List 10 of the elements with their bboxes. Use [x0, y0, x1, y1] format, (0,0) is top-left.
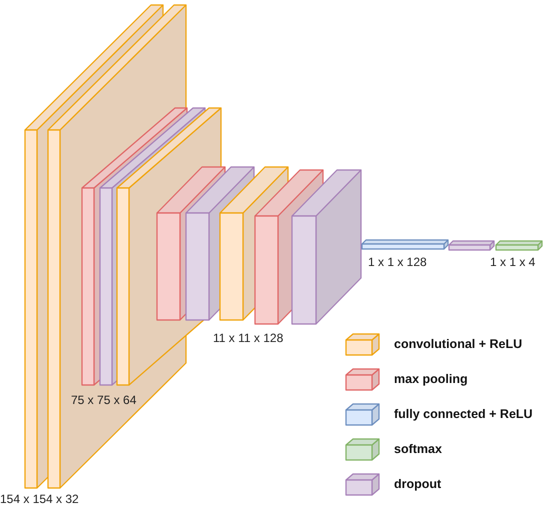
legend-label: convolutional + ReLU: [394, 337, 522, 351]
dimension-label: 75 x 75 x 64: [71, 393, 136, 407]
legend-label: dropout: [394, 477, 442, 491]
dimension-label: 1 x 1 x 128: [368, 255, 427, 269]
legend-label: softmax: [394, 442, 442, 456]
dimension-label: 11 x 11 x 128: [213, 331, 284, 345]
dimension-label: 1 x 1 x 4: [490, 255, 536, 269]
legend-label: max pooling: [394, 372, 468, 386]
legend-label: fully connected + ReLU: [394, 407, 533, 421]
dimension-label: 154 x 154 x 32: [0, 492, 79, 506]
